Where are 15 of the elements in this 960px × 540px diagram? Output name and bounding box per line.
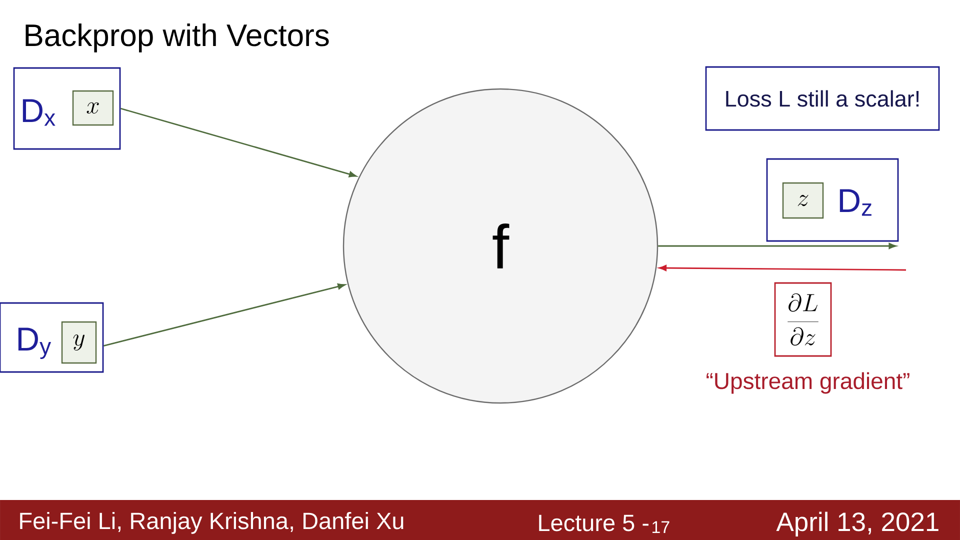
arrow: [658, 242, 896, 250]
math-box: $z$: [782, 182, 824, 219]
arrow: [658, 264, 906, 272]
footer-text: April 13, 2021: [776, 512, 938, 536]
caption-text: “Upstream gradient”: [706, 372, 910, 394]
slide-title: Backprop with Vectors: [26, 24, 329, 52]
footer-text: 17: [652, 521, 670, 533]
footer-text: Fei-Fei Li, Ranjay Krishna, Danfei Xu: [20, 512, 404, 534]
arrow: [104, 283, 346, 346]
math-box: $x$: [72, 90, 114, 126]
arrow: [120, 108, 357, 178]
note-box: Loss L still a scalar!: [705, 66, 940, 131]
footer-text: Lecture 5 -: [539, 514, 648, 532]
math-box: $y$: [61, 321, 97, 364]
gradient-box: $\frac{\partial L}{\partial z}$: [774, 282, 832, 357]
